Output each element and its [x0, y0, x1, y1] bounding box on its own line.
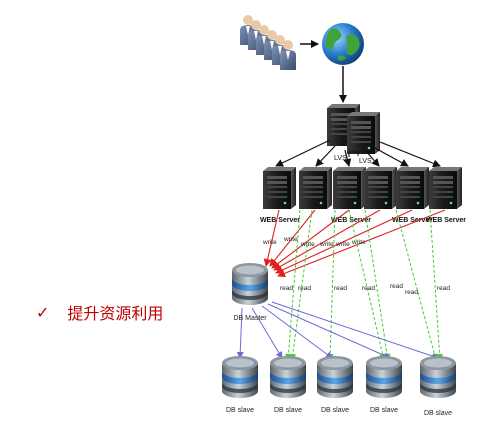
globe-icon	[322, 23, 364, 65]
write-label: write	[300, 241, 315, 248]
db-slaves	[222, 356, 456, 398]
db-slave-label: DB slave	[274, 407, 302, 414]
write-label: write	[351, 239, 366, 246]
web-server-label: WEB Server	[426, 217, 466, 224]
users-group-icon	[240, 15, 296, 70]
server-tower-icon	[299, 167, 332, 209]
lvs-label: LVS	[359, 158, 372, 165]
read-label: read	[390, 283, 403, 290]
db-slave-label: DB slave	[226, 407, 254, 414]
web-servers	[263, 167, 462, 209]
lvs-bracket	[348, 151, 359, 157]
db-slave-label: DB slave	[370, 407, 398, 414]
server-tower-icon	[263, 167, 296, 209]
database-cylinder-icon	[317, 356, 353, 398]
replication-arrows	[236, 301, 439, 360]
db-slave-label: DB slave	[424, 410, 452, 417]
read-label: read	[280, 285, 293, 292]
write-arrows	[263, 209, 446, 278]
server-tower-icon	[396, 167, 429, 209]
server-tower-icon	[364, 167, 397, 209]
write-label: write	[319, 241, 334, 248]
database-cylinder-icon	[222, 356, 258, 398]
lvs-label: LVS	[334, 155, 347, 162]
db-slave-label: DB slave	[321, 407, 349, 414]
write-label: write	[262, 239, 277, 246]
db-master: DB Master	[232, 263, 268, 322]
server-tower-icon	[333, 167, 366, 209]
web-server-label: WEB Server	[260, 217, 300, 224]
checkmark-icon: ✓	[36, 302, 50, 322]
feature-bullet: ✓ 提升资源利用	[36, 300, 163, 324]
server-tower-icon	[429, 167, 462, 209]
write-label: write	[283, 236, 298, 243]
lvs-to-web-arrows	[275, 139, 441, 168]
database-cylinder-icon	[270, 356, 306, 398]
write-label: write	[335, 241, 350, 248]
server-tower-icon	[347, 112, 380, 154]
db-master-label: DB Master	[233, 315, 267, 322]
read-label: read	[334, 285, 347, 292]
database-cylinder-icon	[366, 356, 402, 398]
web-server-label: WEB Server	[392, 217, 432, 224]
database-cylinder-icon	[232, 263, 268, 305]
read-label: read	[405, 289, 418, 296]
read-arrows	[284, 209, 444, 361]
database-cylinder-icon	[420, 356, 456, 398]
read-label: read	[362, 285, 375, 292]
read-label: read	[437, 285, 450, 292]
feature-text: 提升资源利用	[67, 304, 164, 323]
read-label: read	[298, 285, 311, 292]
